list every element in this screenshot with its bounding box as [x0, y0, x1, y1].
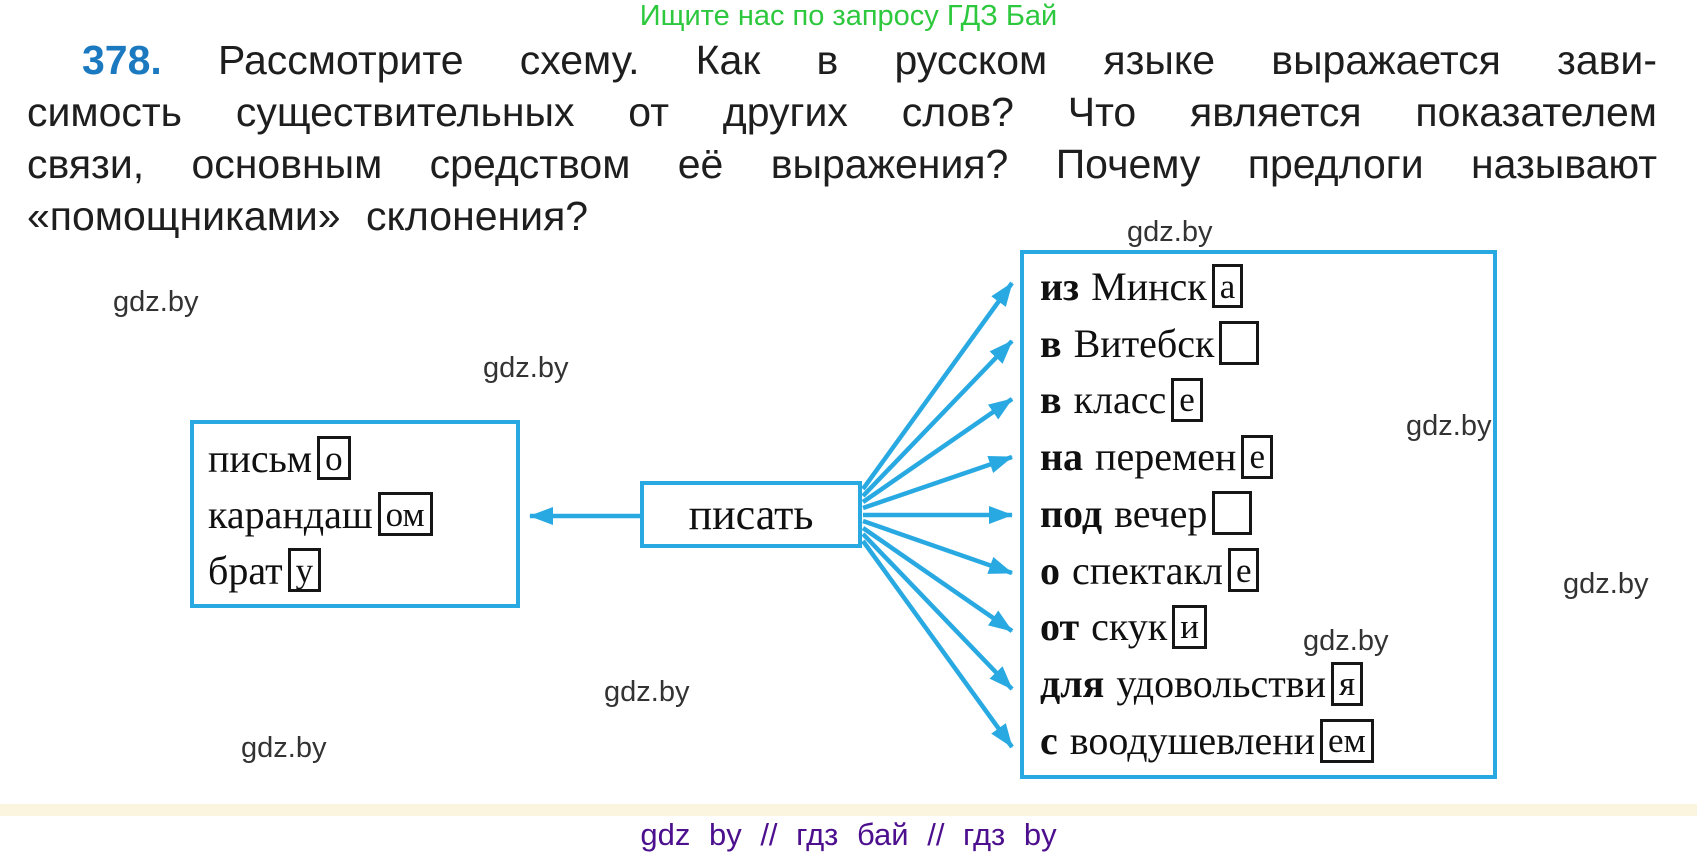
- noun-stem: спектакл: [1072, 547, 1223, 593]
- ending-box: а: [1211, 264, 1244, 309]
- arrow-row-6: [862, 518, 1013, 576]
- preposition: с: [1040, 718, 1058, 763]
- exercise-line-4: «помощниками» склонения?: [27, 193, 589, 239]
- promo-banner: Ищите нас по запросу ГДЗ Бай: [639, 0, 1058, 32]
- ending-box: о: [317, 436, 351, 480]
- ending-box: [1219, 321, 1260, 366]
- watermark: gdz.by: [241, 732, 327, 764]
- noun-stem: вечер: [1114, 490, 1208, 536]
- ending-box: ем: [1320, 718, 1374, 763]
- noun-stem: удовольстви: [1116, 661, 1326, 707]
- ending-box: е: [1241, 434, 1273, 479]
- noun-stem: воодушевлени: [1069, 718, 1316, 763]
- arrow-row-3: [861, 397, 1014, 504]
- exercise-text: 378. Рассмотрите схему. Как в русском яз…: [27, 34, 1657, 242]
- arrow-row-4: [862, 454, 1013, 511]
- ending-box: [1212, 491, 1253, 536]
- ending-box: и: [1172, 604, 1207, 649]
- preposition: в: [1040, 377, 1062, 423]
- verb-label: писать: [688, 490, 814, 539]
- noun-stem: Минск: [1091, 263, 1207, 309]
- arrow-row-7: [861, 526, 1014, 633]
- preposition: из: [1040, 263, 1080, 309]
- exercise-number: 378.: [82, 37, 162, 83]
- arrow-row-1: [861, 281, 1014, 491]
- watermark: gdz.by: [604, 676, 690, 708]
- verb-box: писать: [640, 481, 862, 548]
- watermark: gdz.by: [1563, 568, 1649, 600]
- noun-stem: скук: [1091, 604, 1168, 650]
- ending-box: е: [1171, 377, 1203, 422]
- exercise-line-1: 378. Рассмотрите схему. Как в русском яз…: [27, 34, 1657, 86]
- noun-stem: Витебск: [1073, 320, 1215, 366]
- preposition: от: [1040, 604, 1080, 650]
- preposition: в: [1040, 320, 1062, 366]
- footer-strip: [0, 804, 1697, 816]
- watermark: gdz.by: [1406, 410, 1492, 442]
- footer-links: gdz by // гдз бай // гдз by: [640, 817, 1057, 852]
- noun-stem: карандаш: [208, 491, 373, 537]
- exercise-line-1-text: Рассмотрите схему. Как в русском языке в…: [218, 37, 1657, 83]
- preposition: под: [1040, 490, 1103, 536]
- arrow-row-9: [861, 539, 1014, 749]
- preposition: о: [1040, 547, 1060, 593]
- noun-stem: перемен: [1095, 434, 1237, 480]
- arrow-row-2: [861, 339, 1014, 498]
- watermark: gdz.by: [483, 352, 569, 384]
- exercise-line-2: симость существительных от других слов? …: [27, 89, 1657, 135]
- exercise-line-3: связи, основным средством её выражения? …: [27, 141, 1657, 187]
- ending-box: у: [287, 548, 322, 592]
- ending-box: я: [1330, 661, 1364, 706]
- noun-stem: класс: [1073, 377, 1167, 423]
- noun-stem: брат: [208, 547, 283, 593]
- preposition: для: [1040, 661, 1105, 707]
- watermark: gdz.by: [1127, 216, 1213, 248]
- watermark: gdz.by: [1303, 625, 1389, 657]
- arrow-row-8: [861, 532, 1014, 691]
- watermark: gdz.by: [113, 286, 199, 318]
- ending-box: ом: [377, 492, 433, 536]
- ending-box: е: [1227, 548, 1260, 593]
- noun-stem: письм: [208, 435, 313, 481]
- preposition: на: [1040, 434, 1084, 480]
